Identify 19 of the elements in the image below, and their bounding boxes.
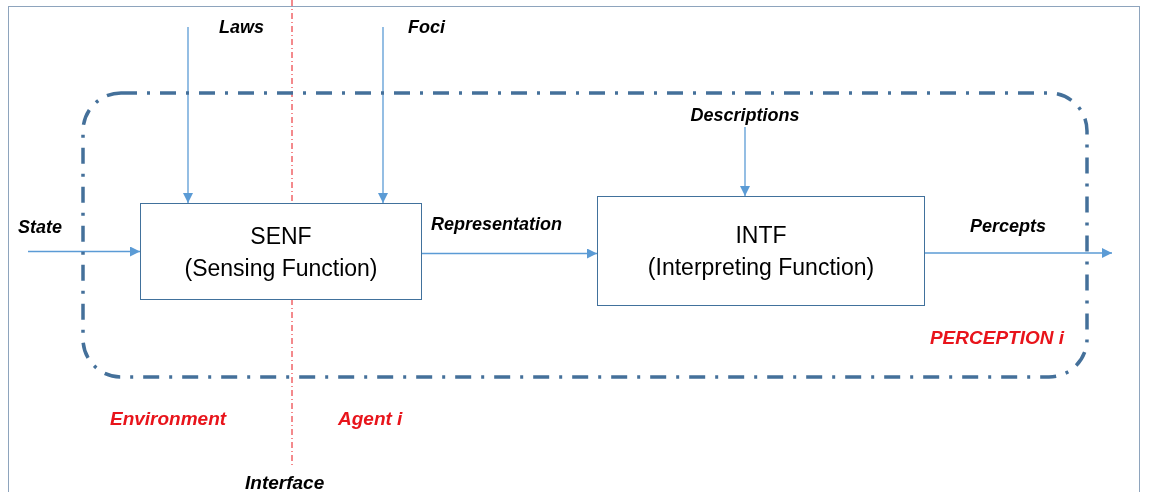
arrow [740,126,750,197]
box-title: SENF [250,221,312,251]
input-label: Laws [218,15,264,39]
arrow [183,26,193,204]
arrow [421,248,598,259]
region-label: Agent i [338,407,403,431]
input-label: Descriptions [690,103,800,127]
arrow [27,246,141,257]
arrow [378,26,388,204]
function-box [597,196,925,306]
divider-label: Interface [245,471,325,492]
arrow [924,248,1113,258]
function-box [140,203,422,300]
region-title: PERCEPTION i [929,325,1064,350]
box-title: INTF [735,221,787,250]
region-label: Environment [110,407,227,431]
box-subtitle: (Sensing Function) [184,253,378,283]
box-subtitle: (Interpreting Function) [647,253,875,282]
input-label: Foci [408,15,445,39]
